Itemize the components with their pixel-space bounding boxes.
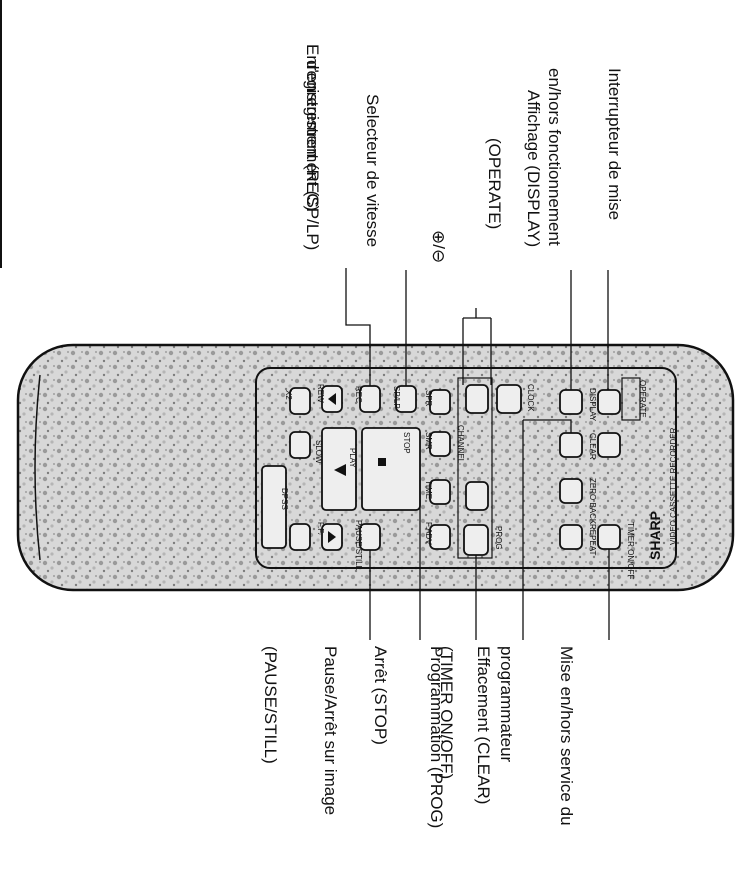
label-splp-line-1: Selecteur de vitesse (363, 94, 382, 248)
ff-icon (328, 531, 336, 543)
smr-button[interactable] (429, 431, 451, 457)
rec-button[interactable] (359, 385, 381, 413)
label-channel-line-1: ⊕/⊖ (429, 230, 448, 264)
clock-button[interactable] (496, 384, 522, 414)
label-display: Affichage (DISPLAY) (503, 90, 583, 247)
channel-group-frame (457, 377, 493, 559)
label-pause: Pause/Arrêt sur image (PAUSE/STILL) (240, 646, 380, 815)
channel-plus-button[interactable] (465, 481, 489, 511)
brand-logo: SHARP (647, 511, 663, 560)
model-line: VIDEO CASSETTE RECORDER (669, 427, 678, 545)
label-display-line-1: Affichage (DISPLAY) (524, 90, 543, 248)
label-operate-line-3: (OPERATE) (485, 138, 504, 230)
leader-clear (523, 419, 572, 433)
page-margin-rule (0, 0, 2, 268)
prog-button[interactable] (463, 524, 489, 556)
label-timer-line-1: Mise en/hors service du (557, 646, 576, 826)
timer-button[interactable] (597, 524, 621, 550)
label-rec-line-1: Enregistrement (REC) (303, 44, 322, 212)
slow-plus-button[interactable] (289, 523, 311, 551)
repeat-button[interactable] (559, 524, 583, 550)
operate-label-box (621, 377, 641, 421)
fadv-button[interactable] (429, 524, 451, 550)
x2-button[interactable] (289, 387, 311, 415)
brand-text: SHARP (647, 511, 663, 560)
leader-rec (345, 268, 371, 386)
dpss-bar[interactable] (261, 465, 287, 549)
model-line-text: VIDEO CASSETTE RECORDER (669, 427, 678, 545)
zero-back-button[interactable] (559, 478, 583, 504)
time-button[interactable] (429, 479, 451, 505)
label-rec: Enregistrement (REC) (282, 44, 362, 211)
stop-icon (378, 458, 386, 466)
operate-button[interactable] (597, 389, 621, 415)
leader-channel (462, 308, 492, 385)
channel-minus-button[interactable] (465, 384, 489, 414)
splp-button[interactable] (395, 385, 417, 413)
rew-icon (328, 393, 336, 405)
display-button[interactable] (559, 389, 583, 415)
label-operate-line-1: Interrupteur de mise (605, 68, 624, 221)
label-pause-line-2: (PAUSE/STILL) (261, 646, 280, 764)
stop-button[interactable] (361, 427, 421, 511)
label-pause-line-1: Pause/Arrêt sur image (321, 646, 340, 816)
clear-button[interactable] (559, 432, 583, 458)
pause-button[interactable] (359, 523, 381, 551)
spr-button[interactable] (429, 389, 451, 415)
remote-end-cap (34, 374, 41, 561)
remote-key-panel (255, 367, 677, 569)
play-icon (334, 464, 346, 476)
slow-minus-button[interactable] (289, 431, 311, 459)
adjust-button[interactable] (597, 432, 621, 458)
